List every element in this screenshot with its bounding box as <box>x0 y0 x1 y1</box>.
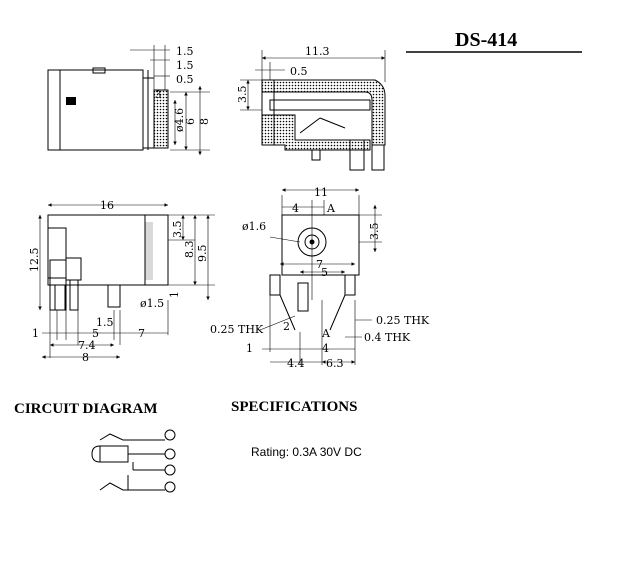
dim-fl-5: ø4.6 <box>173 108 186 132</box>
circuit-diagram-heading: CIRCUIT DIAGRAM <box>14 401 157 417</box>
title-block: DS-414 <box>406 29 582 53</box>
rating-spec: Rating: 0.3A 30V DC <box>251 445 362 459</box>
dim-sd-6: ø1.5 <box>140 297 164 310</box>
dim-rv-2: 4 <box>292 202 299 215</box>
dim-sd-10: 5 <box>92 327 99 340</box>
dim-rv-6: 7 <box>316 258 323 271</box>
dim-rv-16: 6.3 <box>326 357 344 370</box>
side-section-view: 11.3 0.5 3.5 <box>236 45 386 171</box>
dim-sv-1: 11.3 <box>305 45 330 58</box>
side-view: 16 3.5 8.3 9.5 12.5 ø1.5 1 1.5 1 5 7 7.4… <box>28 199 215 364</box>
dim-rv-9: 2 <box>283 320 290 333</box>
dim-fl-3: 0.5 <box>176 73 194 86</box>
dim-fl-4: 3 <box>155 90 161 101</box>
dim-rv-12: A <box>321 327 331 340</box>
dim-sd-8: 1.5 <box>96 316 114 329</box>
dim-sd-4: 9.5 <box>196 245 209 263</box>
dim-sd-2: 3.5 <box>171 221 184 239</box>
part-number-title: DS-414 <box>455 29 517 51</box>
dim-fl-2: 1.5 <box>176 59 194 72</box>
dim-fl-7: 8 <box>198 118 211 125</box>
dim-sd-5: 12.5 <box>28 248 41 273</box>
dim-rv-1: 11 <box>314 186 328 199</box>
dim-rv-4: ø1.6 <box>242 220 266 233</box>
dim-fl-1: 1.5 <box>176 45 194 58</box>
dim-fl-6: 6 <box>184 118 197 125</box>
dim-sd-9: 1 <box>32 327 39 340</box>
dim-rv-10: 0.25 THK <box>376 314 430 327</box>
dim-sd-13: 8 <box>82 351 89 364</box>
dim-rv-3: A <box>326 202 336 215</box>
dim-sd-3: 8.3 <box>183 241 196 259</box>
dim-rv-13: 0.4 THK <box>364 331 411 344</box>
dim-rv-11: 1 <box>246 342 253 355</box>
dim-sv-2: 0.5 <box>290 65 308 78</box>
dim-rv-15: 4.4 <box>287 357 305 370</box>
dim-rv-5: 3.5 <box>368 223 381 241</box>
dim-sd-12: 7.4 <box>78 339 96 352</box>
dim-sd-1: 16 <box>100 199 114 212</box>
circuit-diagram <box>91 429 176 493</box>
specifications-heading: SPECIFICATIONS <box>231 399 357 415</box>
dim-rv-8: 0.25 THK <box>210 323 264 336</box>
dim-rv-7: 5 <box>321 266 328 279</box>
dim-rv-14: 4 <box>322 342 329 355</box>
dim-sv-3: 3.5 <box>236 86 249 104</box>
dim-sd-11: 7 <box>138 327 145 340</box>
front-view: 1.5 1.5 0.5 3 ø4.6 6 8 <box>47 45 211 155</box>
dim-sd-7: 1 <box>168 291 181 298</box>
rear-pin-view: 11 4 A ø1.6 3.5 7 5 0.25 THK 2 0.25 THK … <box>210 186 430 370</box>
